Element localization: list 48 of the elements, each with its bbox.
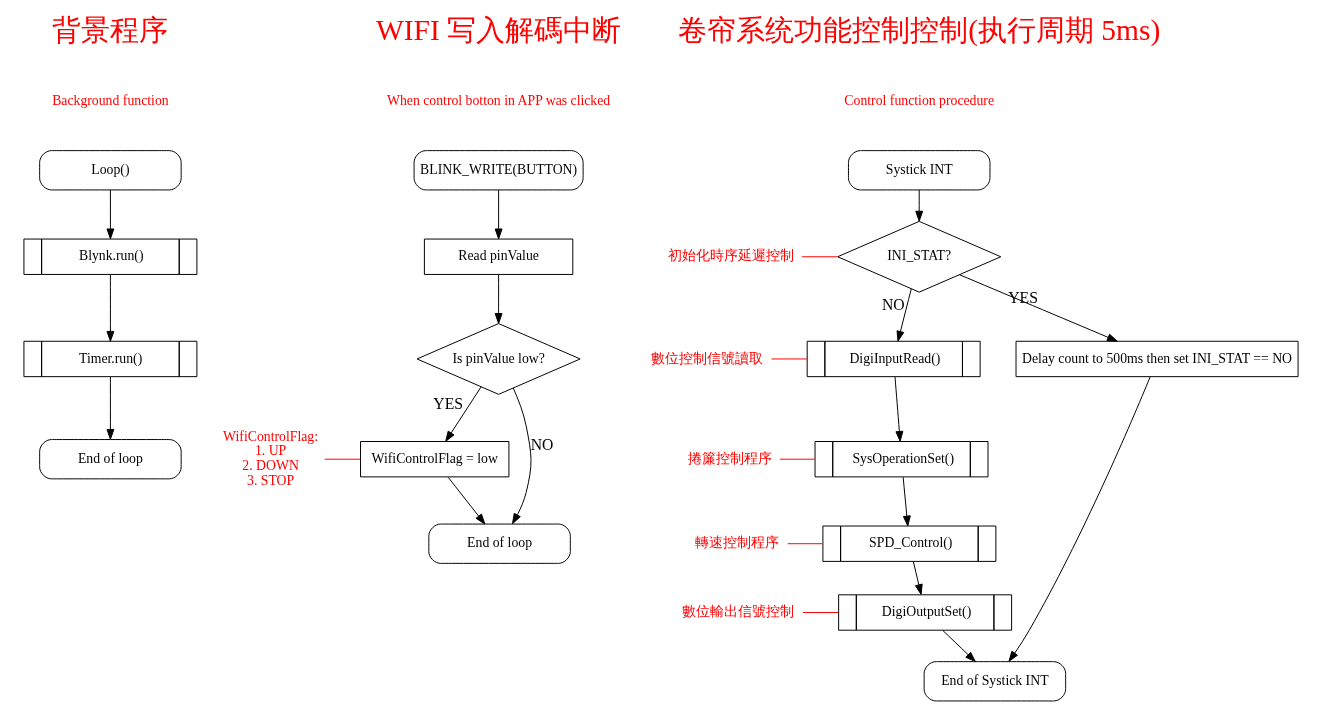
arrow xyxy=(494,189,503,240)
arrow xyxy=(447,476,486,525)
arrow xyxy=(942,629,976,663)
edge-label: NO xyxy=(881,295,905,313)
label: Control function procedure xyxy=(844,93,995,109)
edge-label: YES xyxy=(1008,288,1038,306)
arrow xyxy=(959,274,1118,342)
node-box: BLINK_WRITE(BUTTON) xyxy=(413,150,584,191)
node-box: End of loop xyxy=(428,523,571,564)
node-box: Read pinValue xyxy=(423,238,574,275)
edge-label: YES xyxy=(433,394,464,412)
arrow xyxy=(1008,376,1151,662)
label: Background function xyxy=(52,93,169,109)
node-text: 捲簾控制程序 xyxy=(687,450,772,466)
node-box: Loop() xyxy=(39,150,182,191)
arrow xyxy=(512,387,532,525)
arrow xyxy=(894,376,904,442)
connector xyxy=(801,256,838,258)
node-box: WifiControlFlag = low xyxy=(360,441,510,478)
connector xyxy=(324,458,361,460)
node-diamond: Is pinValue low? xyxy=(416,323,581,395)
connector xyxy=(779,458,816,460)
arrow xyxy=(912,561,923,595)
arrow xyxy=(106,376,115,440)
node-diamond: INI_STAT? xyxy=(837,220,1002,293)
edge-label: NO xyxy=(530,435,554,453)
label: 卷帘系统功能控制控制(执行周期 5ms) xyxy=(678,13,1161,46)
node-text: 數位控制信號讀取 xyxy=(650,350,763,366)
node-box: Systick INT xyxy=(847,150,991,191)
connector xyxy=(787,543,823,545)
node-box: Delay count to 500ms then set INI_STAT == NO xyxy=(1015,340,1299,378)
arrow xyxy=(902,476,911,527)
label: 背景程序 xyxy=(52,13,169,46)
label: WIFI 写入解碼中断 xyxy=(376,13,622,46)
arrow xyxy=(106,274,115,342)
arrow xyxy=(106,189,115,240)
arrow xyxy=(915,189,924,222)
arrow xyxy=(896,288,912,342)
label: When control botton in APP was clicked xyxy=(386,93,611,109)
connector xyxy=(802,612,839,613)
node-box: End of loop xyxy=(39,439,182,480)
node-text: 轉速控制程序 xyxy=(695,535,780,551)
node-text: 數位輸出信號控制 xyxy=(682,604,795,620)
arrow xyxy=(494,274,503,324)
arrow xyxy=(445,386,482,442)
node-text: 初始化時序延遲控制 xyxy=(667,248,794,264)
node-text: WifiControlFlag: 1. UP 2. DOWN 3. STOP xyxy=(223,428,319,488)
node-box: End of Systick INT xyxy=(923,661,1067,702)
